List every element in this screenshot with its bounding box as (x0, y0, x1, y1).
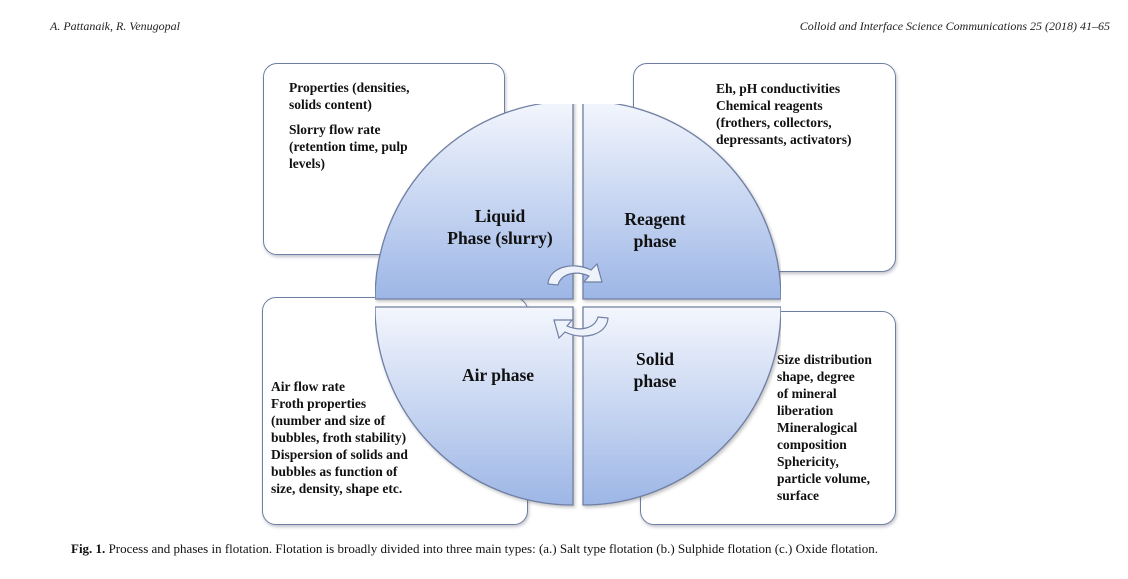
running-header-authors: A. Pattanaik, R. Venugopal (50, 19, 180, 33)
air-phase-label: Air phase (461, 365, 535, 385)
air-properties-text: Air flow rate Froth properties (number a… (271, 379, 408, 496)
reagent-phase-quadrant (582, 104, 781, 300)
figure-caption: Fig. 1. Process and phases in flotation.… (71, 541, 1111, 557)
figure-caption-text: Process and phases in flotation. Flotati… (108, 541, 878, 556)
figure-label: Fig. 1. (71, 541, 106, 556)
solid-phase-quadrant (582, 306, 781, 506)
solid-phase-label: Solid phase (633, 349, 677, 391)
liquid-properties-text: Properties (densities, solids content) S… (289, 80, 410, 171)
running-header-journal: Colloid and Interface Science Communicat… (799, 19, 1110, 33)
solid-properties-text: Size distribution shape, degree of miner… (777, 352, 872, 503)
air-phase-quadrant (375, 306, 574, 506)
reagent-phase-label: Reagent phase (624, 209, 686, 251)
flotation-phases-circle (375, 104, 781, 506)
liquid-phase-quadrant (375, 104, 574, 300)
cycle-arrows-icon (547, 262, 609, 340)
liquid-phase-label: Liquid Phase (slurry) (447, 206, 553, 248)
reagent-properties-text: Eh, pH conductivities Chemical reagents … (716, 81, 852, 147)
